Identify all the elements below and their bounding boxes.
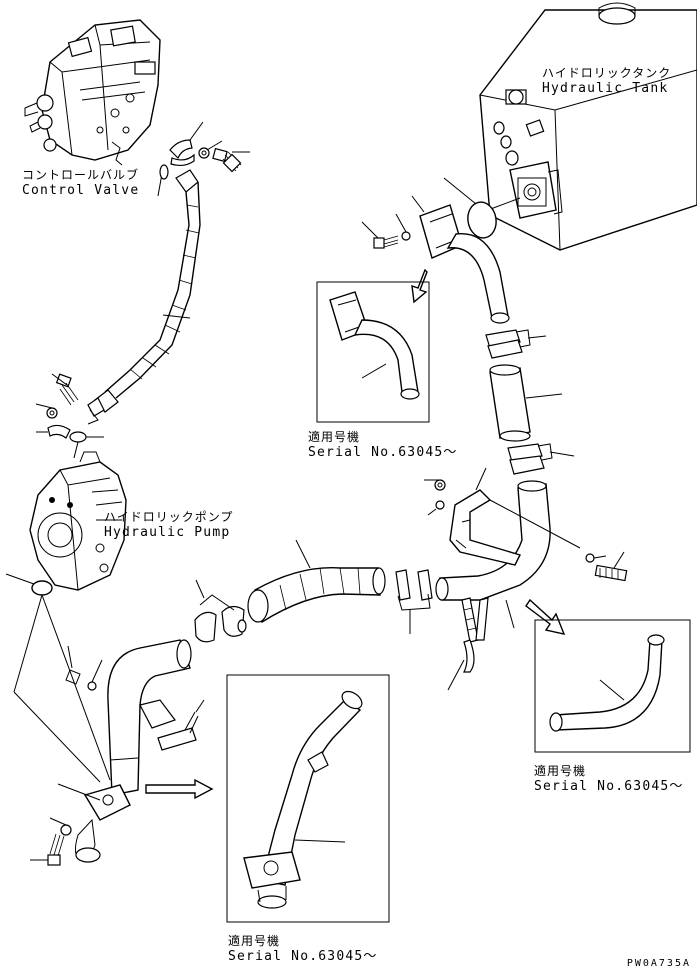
return-hose — [87, 169, 201, 425]
arrow-to-pump-detail — [145, 778, 214, 800]
pump-suction-elbow — [30, 639, 205, 866]
hydraulic-pump-label-jp: ハイドロリックポンプ — [104, 510, 234, 524]
control-valve-label-jp: コントロールバルブ — [22, 168, 140, 182]
serial-note-pump-elbow-jp: 適用号機 — [228, 934, 281, 948]
serial-note-tank-outlet-jp: 適用号機 — [308, 430, 361, 444]
hydraulic-tank-drawing — [479, 2, 697, 251]
control-valve-label: コントロールバルブ Control Valve — [22, 168, 139, 198]
pump-bolt-set — [35, 373, 104, 459]
pump-oring-leaders — [5, 573, 111, 783]
serial-note-pump-elbow-en: Serial No.63045～ — [228, 949, 378, 964]
serial-note-pump-elbow: 適用号機 Serial No.63045～ — [228, 934, 378, 964]
tank-outlet-detail-box — [316, 281, 430, 423]
pump-elbow-detail-box — [226, 674, 390, 923]
arrow-to-inlet-detail — [525, 598, 566, 635]
tank-outlet-pipe — [361, 195, 510, 324]
pump-inlet-detail-box — [534, 619, 691, 753]
hydraulic-tank-label-en: Hydraulic Tank — [542, 81, 669, 96]
hydraulic-pump-drawing — [29, 451, 127, 591]
drawing-code: PW0A735A — [626, 958, 691, 969]
arrow-to-tank-detail — [411, 268, 428, 304]
control-valve-label-en: Control Valve — [22, 183, 140, 198]
hydraulic-tank-label: ハイドロリックタンク Hydraulic Tank — [542, 66, 671, 96]
suction-hose-vertical — [485, 329, 575, 475]
pump-inlet-pipe — [424, 467, 628, 691]
hydraulic-pump-label-en: Hydraulic Pump — [104, 525, 231, 540]
valve-clamp-hardware — [169, 121, 250, 173]
control-valve-drawing — [24, 19, 169, 197]
serial-note-pump-inlet: 適用号機 Serial No.63045～ — [534, 764, 684, 794]
serial-note-tank-outlet-en: Serial No.63045～ — [308, 445, 458, 460]
serial-note-pump-inlet-en: Serial No.63045～ — [534, 779, 684, 794]
hydraulic-tank-label-jp: ハイドロリックタンク — [542, 66, 672, 80]
serial-note-tank-outlet: 適用号機 Serial No.63045～ — [308, 430, 458, 460]
tank-oring — [443, 177, 497, 239]
serial-note-pump-inlet-jp: 適用号機 — [534, 764, 587, 778]
center-suction-hose — [194, 539, 433, 643]
hydraulic-pump-label: ハイドロリックポンプ Hydraulic Pump — [104, 510, 233, 540]
